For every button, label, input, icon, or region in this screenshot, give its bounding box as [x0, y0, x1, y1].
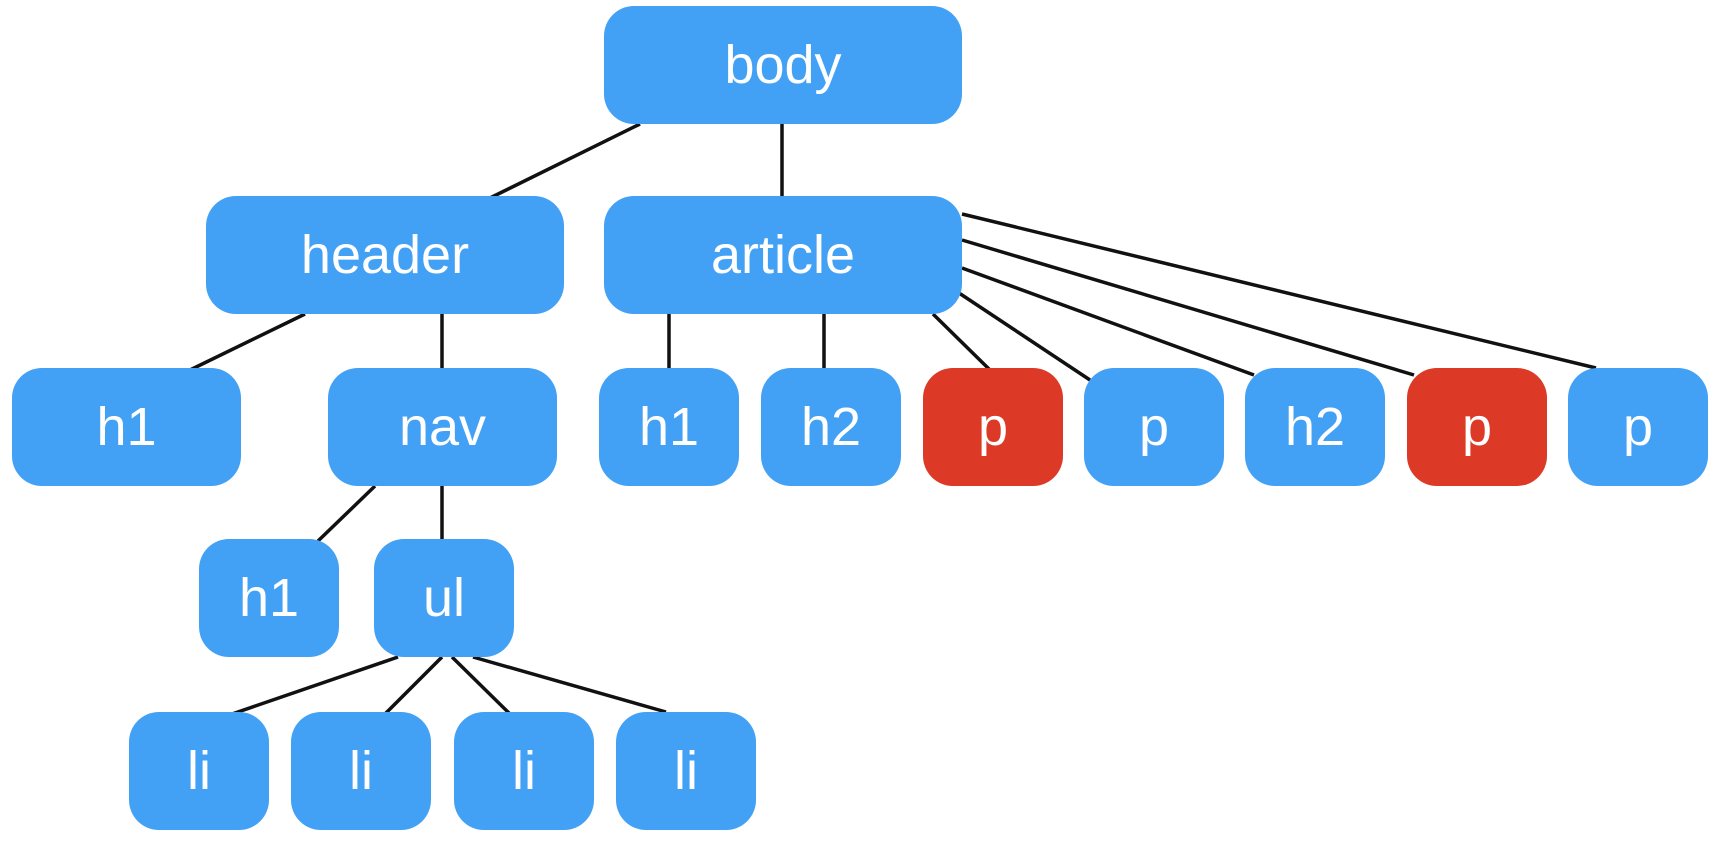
node-body: body	[604, 6, 962, 124]
edge-ul-to-li-2	[383, 655, 444, 716]
node-article-h1: h1	[599, 368, 739, 486]
edge-ul-to-li-4	[472, 655, 667, 714]
node-li-3: li	[454, 712, 594, 830]
node-li-1: li	[129, 712, 269, 830]
node-label: ul	[422, 568, 466, 628]
node-header: header	[206, 196, 564, 314]
edge-body-to-header	[489, 122, 641, 200]
node-label: p	[1138, 397, 1170, 457]
node-ul: ul	[374, 539, 514, 657]
node-article-h2-1: h2	[761, 368, 901, 486]
edge-nav-to-nav-h1	[316, 484, 377, 543]
node-label: p	[1461, 397, 1493, 457]
node-label: h1	[638, 397, 700, 457]
node-nav-h1: h1	[199, 539, 339, 657]
node-label: h1	[96, 397, 157, 457]
node-label: h2	[1284, 397, 1346, 457]
node-label: li	[187, 741, 211, 801]
node-label: nav	[398, 397, 487, 457]
edge-article-to-article-p-1	[931, 312, 992, 372]
node-li-2: li	[291, 712, 431, 830]
node-article-h2-2: h2	[1245, 368, 1385, 486]
node-header-h1: h1	[12, 368, 241, 486]
edge-article-to-article-p-4	[961, 212, 1597, 370]
edge-ul-to-li-1	[231, 655, 399, 716]
node-label: h1	[238, 568, 300, 628]
node-label: h2	[800, 397, 862, 457]
node-label: li	[674, 741, 698, 801]
node-label: article	[710, 225, 856, 285]
node-label: body	[724, 35, 842, 95]
node-article-p-2: p	[1084, 368, 1224, 486]
node-article-p-1: p	[923, 368, 1063, 486]
edge-article-to-article-p-2	[958, 291, 1091, 382]
edge-article-to-article-p-3	[961, 238, 1415, 377]
edge-header-to-header-h1	[189, 312, 306, 372]
node-label: p	[977, 397, 1009, 457]
node-article-p-3: p	[1407, 368, 1547, 486]
node-label: li	[512, 741, 536, 801]
edge-ul-to-li-3	[450, 655, 512, 716]
edge-article-to-article-h2-2	[961, 266, 1255, 377]
node-label: header	[300, 225, 470, 285]
node-article-p-4: p	[1568, 368, 1708, 486]
node-article: article	[604, 196, 962, 314]
node-label: li	[349, 741, 373, 801]
node-label: p	[1622, 397, 1654, 457]
node-li-4: li	[616, 712, 756, 830]
node-nav: nav	[328, 368, 557, 486]
